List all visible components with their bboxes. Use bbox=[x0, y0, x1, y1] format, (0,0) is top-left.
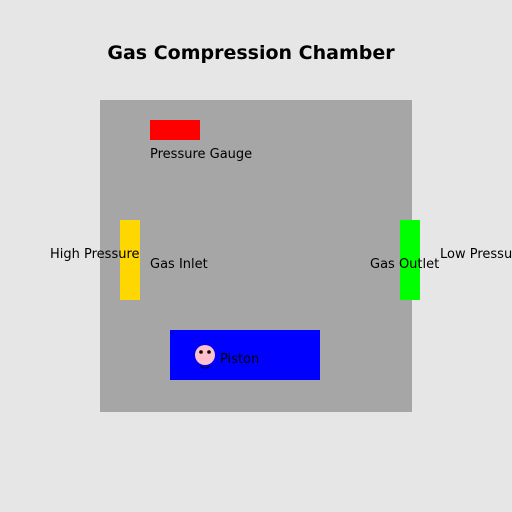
piston-label: Piston bbox=[220, 352, 260, 367]
gas-inlet-valve bbox=[120, 220, 140, 300]
gas-outlet-valve bbox=[400, 220, 420, 300]
left-eye bbox=[199, 350, 203, 354]
high-pressure-label: High Pressure bbox=[50, 247, 140, 262]
diagram-title: Gas Compression Chamber bbox=[107, 42, 395, 64]
face-circle bbox=[195, 345, 215, 365]
low-pressure-label: Low Pressure bbox=[440, 247, 512, 262]
pressure-gauge-label: Pressure Gauge bbox=[150, 147, 253, 162]
smiley-face-icon bbox=[195, 345, 215, 369]
right-eye bbox=[207, 350, 211, 354]
gas-inlet-label: Gas Inlet bbox=[150, 257, 208, 272]
smile bbox=[199, 365, 211, 369]
pressure-gauge bbox=[150, 120, 200, 140]
gas-outlet-label: Gas Outlet bbox=[370, 257, 440, 272]
